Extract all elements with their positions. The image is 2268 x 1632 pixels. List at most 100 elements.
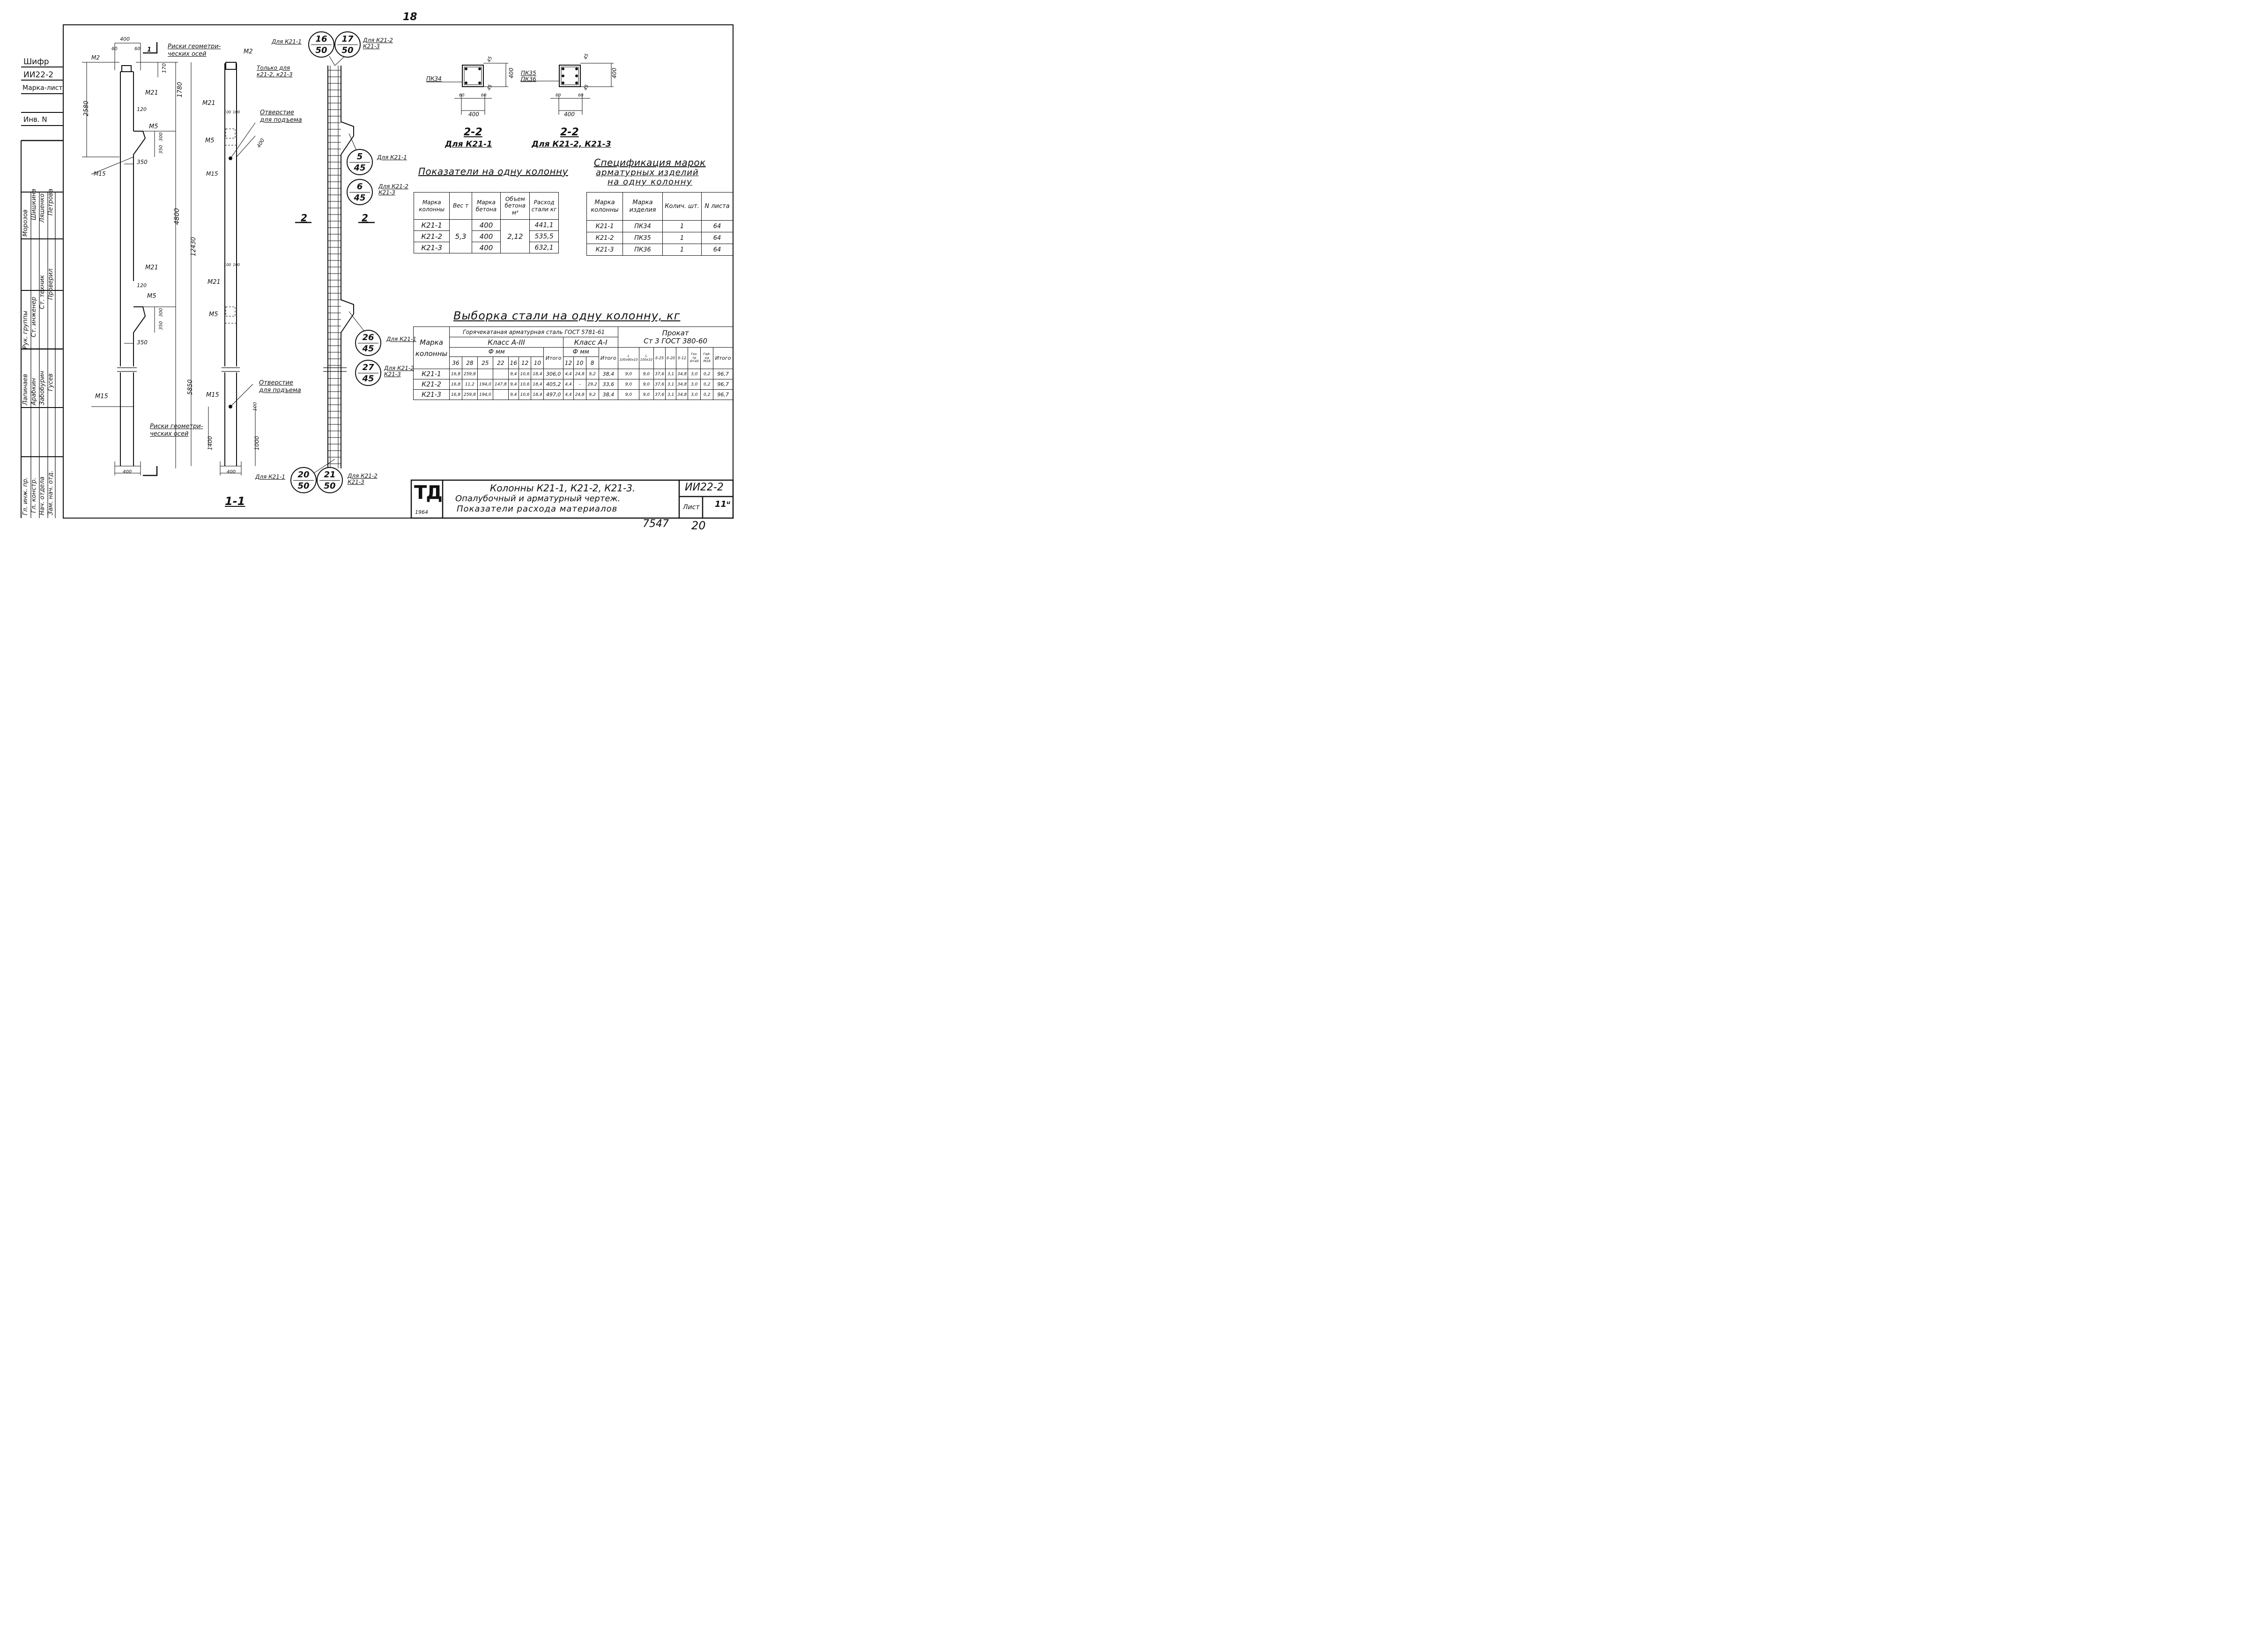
steel-title: Выборка стали на одну колонну, кг: [453, 309, 681, 322]
approval-name: Гусев: [47, 373, 54, 391]
dim-1780: 1780: [177, 82, 184, 98]
indicators-row-concrete: 400: [471, 242, 501, 253]
callout-suffix: Для К21-2 К21-3: [348, 473, 378, 486]
section-mark-1-top: 1: [147, 46, 152, 53]
view-title-1-1: 1-1: [225, 495, 245, 508]
mark-m21-left-top: М21: [145, 89, 158, 96]
steel-diameter-a1: 8: [586, 356, 599, 369]
steel-header-angle-2: L 100x10: [638, 347, 654, 369]
spec-cell: К21-3: [586, 244, 623, 256]
spec-cell: 1: [662, 220, 702, 232]
steel-header-plate-25: δ-25: [653, 347, 666, 369]
steel-cell: 37,6: [653, 389, 666, 400]
steel-header-pipe: Газ. тр d=40: [688, 347, 701, 369]
steel-cell: 29,2: [586, 379, 599, 390]
section-label-right: 2: [362, 212, 368, 223]
steel-cell: 34,8: [676, 369, 689, 379]
spec-table: Марка колонны Марка изделия Колич. шт. N…: [586, 192, 733, 256]
steel-diameter-a3: 10: [531, 356, 544, 369]
indicators-row-mark: К21-2: [413, 230, 450, 242]
steel-row-mark: К21-1: [413, 369, 450, 379]
steel-diameter-a3: 25: [477, 356, 493, 369]
indicators-header-weight: Вес т: [449, 192, 472, 220]
indicators-row-steel: 632,1: [529, 242, 559, 253]
steel-cell: 38,4: [598, 389, 619, 400]
steel-cell: 10,6: [518, 379, 532, 390]
dim-350-top: 350: [158, 145, 164, 154]
approval-name: Шишкина: [30, 188, 37, 220]
spec-title-line-2: арматурных изделий: [596, 168, 699, 178]
callout-number: 21: [324, 470, 336, 480]
steel-cell: 9,0: [638, 369, 654, 379]
steel-cell: [492, 389, 509, 400]
steel-cell: 9,2: [586, 389, 599, 400]
callout-suffix: Для К21-1: [386, 336, 416, 342]
drawing-sheet: 18 7547 20 Шифр ИИ22-2 Марка-лист Инв. N…: [0, 0, 749, 539]
dim-120-top: 120: [137, 106, 147, 112]
year: 1964: [415, 509, 428, 515]
spec-header-qty: Колич. шт.: [662, 192, 702, 221]
mark-m15-left-top: М15: [94, 171, 106, 177]
steel-header-total-1: Итого: [598, 347, 619, 369]
spec-cell: 64: [701, 232, 733, 244]
steel-cell: –: [573, 379, 586, 390]
steel-diameter-a3: 22: [492, 356, 509, 369]
steel-cell: 24,8: [573, 369, 586, 379]
mark-m15-middle-bottom: М15: [206, 392, 219, 399]
section-2-dim-60b: 60: [578, 93, 584, 98]
section-1-subtitle: Для К21-1: [445, 140, 492, 149]
dim-12430: 12430: [190, 237, 198, 257]
spec-cell: 1: [662, 232, 702, 244]
mark-m21-left-bottom: М21: [145, 264, 158, 271]
callout-sheet: 45: [354, 193, 366, 203]
indicators-volume: 2,12: [500, 219, 530, 253]
section-2-rebar-mark: ПК35 ПК36: [521, 70, 536, 83]
spec-header-sheet: N листа: [701, 192, 733, 221]
callout-suffix: Для К21-2 К21-3: [363, 37, 393, 50]
mark-m5-left-bottom: М5: [147, 293, 156, 300]
steel-cell: 10,6: [518, 369, 532, 379]
only-for-note: Только для к21-2, к21-3: [257, 65, 293, 78]
page-number: 18: [403, 11, 417, 23]
mark-m5-middle-top: М5: [205, 137, 215, 144]
steel-cell: 306,0: [543, 369, 564, 379]
section-1-width: 400: [468, 111, 479, 118]
steel-header-plate-12: δ-12: [676, 347, 689, 369]
section-1-dim-400: 400: [508, 67, 515, 79]
approval-role: Ст. техник: [39, 275, 46, 309]
callout-sheet: 45: [354, 163, 366, 173]
steel-cell: 4,4: [563, 379, 574, 390]
callout-sheet: 45: [362, 344, 374, 354]
section-label-left: 2: [301, 212, 307, 223]
steel-cell: 18,4: [531, 389, 544, 400]
approval-role: Рук. группы: [22, 311, 29, 349]
steel-cell: 24,8: [573, 389, 586, 400]
steel-cell: 16,8: [449, 389, 462, 400]
steel-cell: 96,7: [713, 389, 733, 400]
indicators-row-concrete: 400: [471, 230, 501, 242]
approval-name: Арабкин: [30, 378, 37, 405]
approval-name: Забобурин: [39, 371, 46, 405]
dim-100-b: 100: [233, 110, 240, 114]
steel-header-class1: Класс А-I: [563, 337, 619, 348]
callout-sheet: 50: [341, 45, 354, 55]
steel-cell: 9,4: [508, 379, 519, 390]
section-1-rebar-mark: ПК34: [426, 75, 442, 82]
steel-cell: 9,2: [586, 369, 599, 379]
steel-header-nut: Гай-ка М18: [700, 347, 714, 369]
shifr-label: Шифр: [23, 57, 49, 67]
steel-cell: 259,8: [461, 369, 478, 379]
dim-2580: 2580: [83, 100, 90, 117]
callout-sheet: 45: [362, 374, 374, 384]
section-2-width: 400: [564, 111, 575, 118]
indicators-row-mark: К21-1: [413, 219, 450, 231]
sheet-label: Лист: [683, 504, 700, 511]
approval-name: Лапинаев: [22, 374, 29, 405]
indicators-header-mark: Марка колонны: [413, 192, 450, 220]
dim-offset-right: 60: [134, 46, 141, 52]
dim-bottom-width-middle: 400: [227, 469, 236, 475]
